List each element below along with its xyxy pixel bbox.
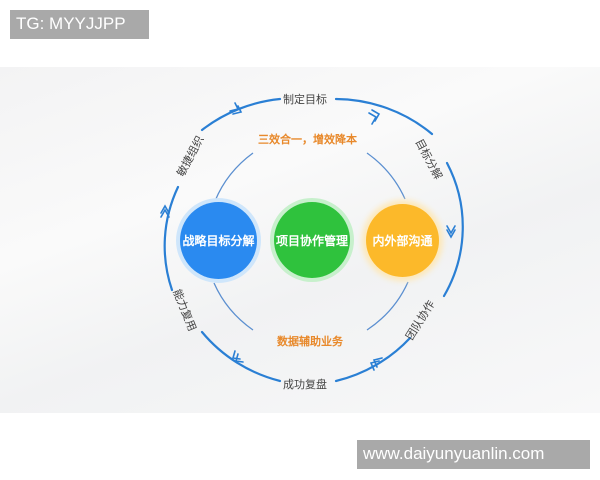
arc-bottom-left (200, 330, 282, 383)
arrow-head-2 (446, 225, 456, 239)
caption-top: 三效合一，增效降本 (258, 133, 357, 146)
inner-arc-top-left (214, 152, 254, 202)
pillar-label: 内外部沟通 (372, 234, 433, 248)
arc-left (163, 185, 180, 292)
arc-right (442, 161, 464, 298)
inner-arc-bottom-left (213, 282, 254, 331)
pillar-label: 战略目标分解 (182, 234, 255, 248)
arrow-head-1 (368, 109, 381, 125)
arc-top-right (334, 97, 434, 136)
step-label-set-goals: 制定目标 (283, 93, 327, 106)
step-label-success-review: 成功复盘 (283, 378, 327, 391)
watermark-top: TG: MYYJJPP (10, 10, 149, 39)
diagram-canvas: 制定目标 目标分解 团队协作 成功复盘 能力复用 敏捷组织 三效合一，增效降本 … (0, 67, 600, 413)
pillar-communication: 内外部沟通 (366, 204, 439, 277)
arrow-head-5 (160, 204, 170, 218)
pillar-strategic-goal-breakdown: 战略目标分解 (180, 202, 257, 279)
watermark-bottom: www.daiyunyuanlin.com (357, 440, 590, 469)
arrow-head-6 (229, 102, 243, 115)
pillar-label: 项目协作管理 (275, 233, 348, 248)
arrow-head-3 (369, 357, 383, 371)
arc-top-left (200, 97, 282, 132)
caption-bottom: 数据辅助业务 (277, 335, 343, 348)
inner-arc-top-right (366, 152, 406, 200)
pillar-project-collaboration: 项目协作管理 (274, 202, 350, 278)
arrow-head-4 (231, 350, 244, 363)
cycle-arrows (160, 97, 464, 383)
inner-arc-bottom-right (366, 281, 409, 331)
